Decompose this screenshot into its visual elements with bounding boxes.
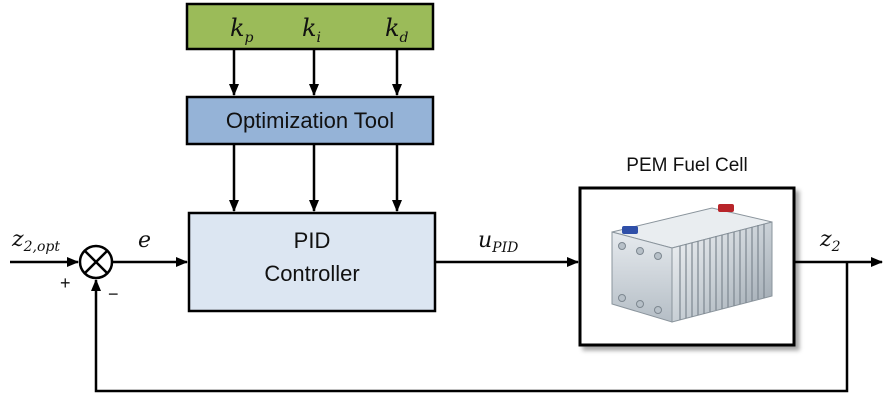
gain-kp-label: kp <box>230 14 254 46</box>
pid-controller-label-line2: Controller <box>264 261 359 286</box>
gain-ki-label: ki <box>302 14 321 46</box>
optimization-tool-box <box>185 95 435 146</box>
optimization-tool-label: Optimization Tool <box>226 108 394 133</box>
fuel-cell-stack-image <box>611 204 773 323</box>
gain-kd-label: kd <box>385 14 409 46</box>
gains-box <box>185 2 435 51</box>
output-signal-label: z2 <box>819 227 841 255</box>
summing-minus-sign: − <box>108 284 119 304</box>
feedback-path <box>91 262 849 393</box>
reference-signal-label: z2,opt <box>11 227 60 255</box>
error-signal-label: e <box>138 228 151 253</box>
pid-controller-box <box>187 211 437 313</box>
summing-plus-sign: + <box>60 273 71 293</box>
summing-junction <box>78 244 114 280</box>
control-signal-label: uPID <box>478 228 518 256</box>
pid-controller-label-line1: PID <box>294 228 331 253</box>
fuel-cell-title: PEM Fuel Cell <box>626 155 747 176</box>
